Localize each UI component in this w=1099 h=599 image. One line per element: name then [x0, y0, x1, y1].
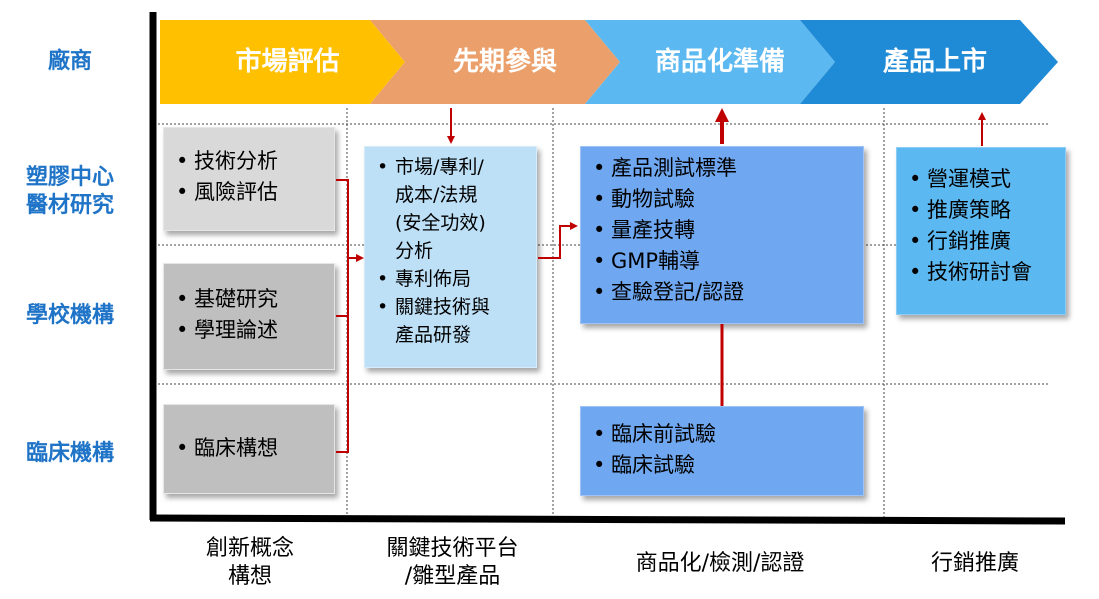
list-item: 學理論述 — [172, 315, 328, 346]
phase-chevron-2 — [370, 20, 620, 104]
list-item: 風險評估 — [172, 177, 328, 208]
list-item: 臨床前試驗 — [589, 419, 857, 450]
row-label-vendor: 廠商 — [47, 49, 92, 74]
column-label-platform: 關鍵技術平台 /雛型產品 — [386, 536, 519, 589]
box-operation: 營運模式 推廣策略 行銷推廣 技術研討會 — [896, 147, 1066, 315]
list-item: 基礎研究 — [172, 284, 328, 315]
list-item: 關鍵技術與 產品研發 — [373, 293, 530, 349]
box-market-patent: 市場/專利/ 成本/法規 (安全功效) 分析 專利佈局 關鍵技術與 產品研發 — [364, 146, 537, 368]
list-item: 推廣策略 — [905, 195, 1059, 226]
phase-chevron-1 — [160, 20, 405, 104]
row-label-school: 學校機構 — [25, 303, 114, 328]
list-item: 專利佈局 — [373, 265, 530, 293]
list-item: GMP輔導 — [589, 246, 857, 277]
column-label-concept: 創新概念 構想 — [205, 536, 294, 589]
phase-label-early-participation: 先期參與 — [452, 47, 557, 77]
list-item: 產品測試標準 — [589, 153, 857, 184]
phase-chevrons — [160, 20, 1058, 104]
box-clinical-concept: 臨床構想 — [163, 404, 335, 494]
box-tech-analysis: 技術分析 風險評估 — [163, 127, 335, 231]
phase-chevron-3 — [585, 20, 835, 104]
phase-label-commercial-prep: 商品化準備 — [654, 47, 785, 77]
phase-chevron-4 — [800, 20, 1058, 104]
list-item: 技術分析 — [172, 146, 328, 177]
column-label-commercial: 商品化/檢測/認證 — [635, 551, 805, 576]
row-label-clinical: 臨床機構 — [25, 441, 114, 466]
box-product-testing: 產品測試標準 動物試驗 量產技轉 GMP輔導 查驗登記/認證 — [580, 146, 864, 324]
phase-label-market-assessment: 市場評估 — [235, 47, 340, 77]
row-label-plastic-center: 塑膠中心 醫材研究 — [25, 165, 114, 218]
list-item: 量產技轉 — [589, 215, 857, 246]
list-item: 行銷推廣 — [905, 226, 1059, 257]
list-item: 營運模式 — [905, 164, 1059, 195]
phase-label-product-launch: 產品上市 — [882, 47, 987, 77]
list-item: 臨床構想 — [172, 433, 328, 464]
box-preclinical: 臨床前試驗 臨床試驗 — [580, 406, 864, 496]
list-item: 市場/專利/ 成本/法規 (安全功效) 分析 — [373, 153, 530, 265]
box-basic-research: 基礎研究 學理論述 — [163, 263, 335, 370]
list-item: 臨床試驗 — [589, 450, 857, 481]
x-axis — [149, 514, 1066, 525]
list-item: 查驗登記/認證 — [589, 277, 857, 308]
list-item: 技術研討會 — [905, 257, 1059, 288]
list-item: 動物試驗 — [589, 184, 857, 215]
column-label-marketing: 行銷推廣 — [930, 551, 1019, 576]
